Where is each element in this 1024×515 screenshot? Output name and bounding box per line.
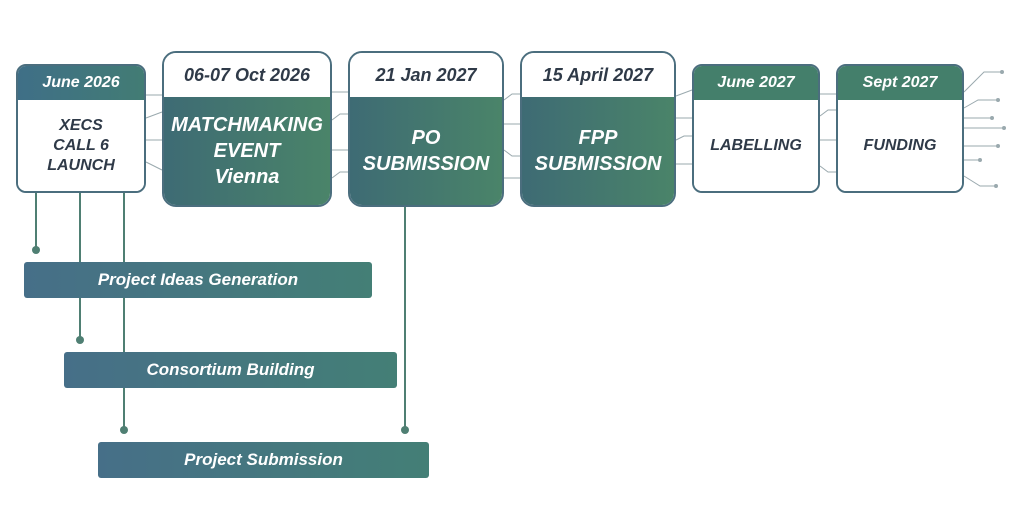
milestone-title-line: SUBMISSION	[362, 153, 490, 175]
milestone-title-line: CALL 6	[53, 136, 109, 154]
circuit-line	[963, 175, 996, 187]
milestone-date: 06-07 Oct 2026	[164, 53, 330, 97]
circuit-line	[503, 93, 520, 101]
milestone-title: PO SUBMISSION	[350, 97, 502, 205]
milestone-title-line: XECS	[59, 116, 103, 134]
milestone-title-line: LAUNCH	[47, 156, 115, 174]
milestone-date: Sept 2027	[838, 66, 962, 100]
circuit-line	[963, 99, 998, 109]
milestone-title-line: MATCHMAKING	[171, 114, 323, 136]
circuit-line	[675, 135, 692, 141]
milestone-title: LABELLING	[694, 100, 818, 191]
phase-bar-project-submission: Project Submission	[98, 442, 429, 478]
milestone-title-line: SUBMISSION	[534, 153, 662, 175]
milestone-date: 15 April 2027	[522, 53, 674, 97]
milestone-labelling: June 2027 LABELLING	[692, 64, 820, 193]
milestone-fpp-submission: 15 April 2027 FPP SUBMISSION	[520, 51, 676, 207]
circuit-line	[503, 149, 520, 157]
circuit-node	[1002, 126, 1006, 130]
circuit-line	[675, 89, 693, 97]
milestone-title-line: FPP	[578, 127, 618, 149]
milestone-title: FUNDING	[838, 100, 962, 191]
circuit-line	[145, 111, 163, 119]
circuit-node	[996, 144, 1000, 148]
circuit-node	[1000, 70, 1004, 74]
phase-bar-consortium-building: Consortium Building	[64, 352, 397, 388]
circuit-line	[331, 171, 348, 179]
connector-dot	[401, 426, 409, 434]
milestone-title-line: LABELLING	[710, 136, 802, 154]
milestone-title-line: EVENT	[213, 140, 281, 162]
circuit-node	[994, 184, 998, 188]
circuit-line	[963, 71, 1002, 93]
milestone-call-launch: June 2026 XECS CALL 6 LAUNCH	[16, 64, 146, 193]
milestone-title: FPP SUBMISSION	[522, 97, 674, 205]
circuit-line	[145, 161, 163, 171]
connector-dot	[76, 336, 84, 344]
circuit-node	[978, 158, 982, 162]
milestone-matchmaking-event: 06-07 Oct 2026 MATCHMAKING EVENT Vienna	[162, 51, 332, 207]
circuit-line	[331, 113, 348, 121]
milestone-date: 21 Jan 2027	[350, 53, 502, 97]
milestone-date: June 2027	[694, 66, 818, 100]
milestone-title: MATCHMAKING EVENT Vienna	[164, 97, 330, 205]
milestone-title: XECS CALL 6 LAUNCH	[18, 100, 144, 191]
circuit-line	[819, 109, 836, 117]
circuit-node	[990, 116, 994, 120]
milestone-title-line: Vienna	[214, 166, 280, 188]
milestone-date: June 2026	[18, 66, 144, 100]
circuit-node	[996, 98, 1000, 102]
milestone-funding: Sept 2027 FUNDING	[836, 64, 964, 193]
circuit-line	[819, 165, 836, 173]
connector-dot	[32, 246, 40, 254]
connector-dot	[120, 426, 128, 434]
phase-bar-project-ideas: Project Ideas Generation	[24, 262, 372, 298]
milestone-po-submission: 21 Jan 2027 PO SUBMISSION	[348, 51, 504, 207]
milestone-title-line: FUNDING	[863, 136, 937, 154]
milestone-title-line: PO	[411, 127, 441, 149]
